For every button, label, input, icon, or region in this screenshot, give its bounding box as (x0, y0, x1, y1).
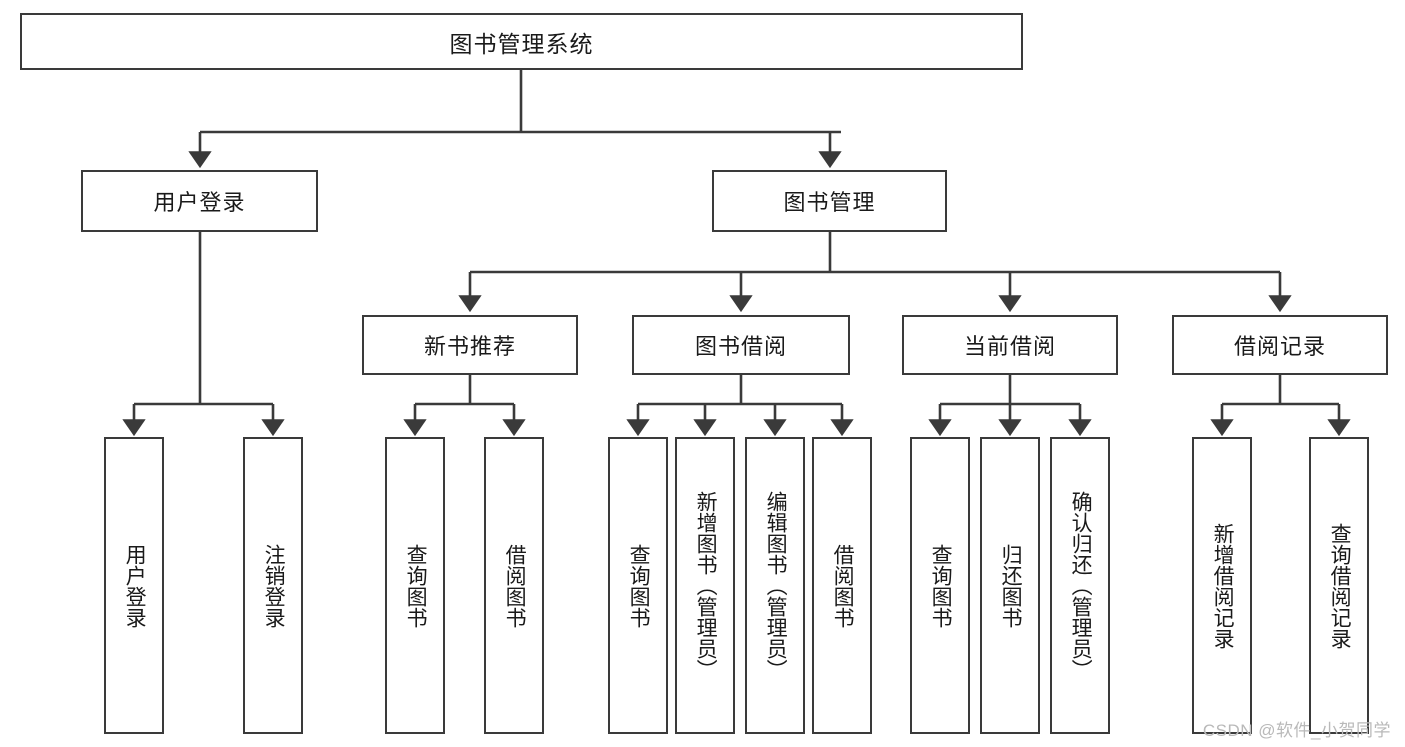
node-current-borrow[interactable]: 当前借阅 (902, 315, 1118, 375)
leaf-logout[interactable]: 注销登录 (243, 437, 303, 734)
node-user-login[interactable]: 用户登录 (81, 170, 318, 232)
node-label: 图书借阅 (694, 334, 787, 359)
leaf-add-borrow-record[interactable]: 新增借阅记录 (1192, 437, 1252, 734)
leaf-user-login[interactable]: 用户登录 (104, 437, 164, 734)
node-label: 当前借阅 (963, 334, 1056, 359)
node-label: 借阅图书 (831, 543, 855, 628)
leaf-query-book-current[interactable]: 查询图书 (910, 437, 970, 734)
node-book-manage[interactable]: 图书管理 (712, 170, 947, 232)
node-new-book-recommend[interactable]: 新书推荐 (362, 315, 578, 375)
leaf-query-borrow-record[interactable]: 查询借阅记录 (1309, 437, 1369, 734)
node-label: 图书管理 (783, 190, 876, 215)
node-label: 借阅记录 (1233, 334, 1326, 359)
node-label: 用户登录 (123, 543, 147, 628)
leaf-edit-book-admin[interactable]: 编辑图书（管理员） (745, 437, 805, 734)
node-label: 编辑图书（管理员） (764, 491, 788, 680)
node-label: 查询图书 (627, 543, 651, 628)
csdn-watermark: CSDN @软件_小贺同学 (1202, 721, 1391, 740)
node-label: 用户登录 (153, 190, 246, 215)
node-label: 确认归还（管理员） (1069, 491, 1093, 680)
node-label: 注销登录 (262, 543, 286, 628)
leaf-add-book-admin[interactable]: 新增图书（管理员） (675, 437, 735, 734)
node-label: 查询借阅记录 (1328, 522, 1352, 649)
node-label: 新增图书（管理员） (694, 491, 718, 680)
node-label: 新增借阅记录 (1211, 522, 1235, 649)
leaf-query-book-borrow[interactable]: 查询图书 (608, 437, 668, 734)
node-label: 查询图书 (404, 543, 428, 628)
node-book-borrow[interactable]: 图书借阅 (632, 315, 850, 375)
node-label: 归还图书 (999, 543, 1023, 628)
node-label: 借阅图书 (503, 543, 527, 628)
node-borrow-record[interactable]: 借阅记录 (1172, 315, 1388, 375)
leaf-borrow-book-recommend[interactable]: 借阅图书 (484, 437, 544, 734)
leaf-query-book-recommend[interactable]: 查询图书 (385, 437, 445, 734)
leaf-return-book[interactable]: 归还图书 (980, 437, 1040, 734)
node-book-management-system[interactable]: 图书管理系统 (20, 13, 1023, 70)
leaf-confirm-return-admin[interactable]: 确认归还（管理员） (1050, 437, 1110, 734)
node-label: 查询图书 (929, 543, 953, 628)
node-label: 图书管理系统 (449, 30, 594, 57)
node-label: 新书推荐 (423, 334, 516, 359)
leaf-borrow-book[interactable]: 借阅图书 (812, 437, 872, 734)
